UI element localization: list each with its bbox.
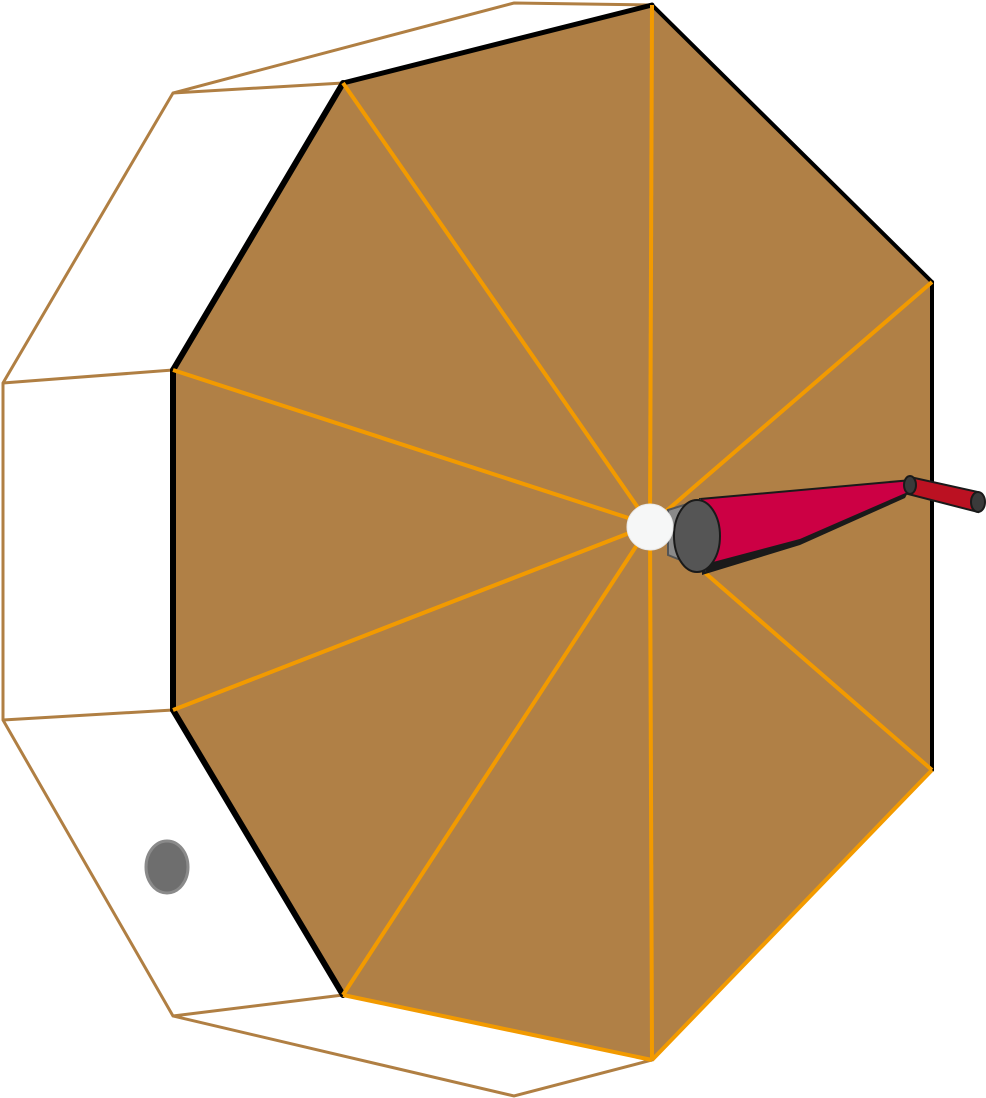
rim-edge-top-right (650, 3, 934, 284)
front-octagon-face (173, 5, 932, 1060)
spoke-bottom-left (341, 523, 652, 997)
cylinder-rod-icon (903, 475, 986, 514)
side-edge-bottom (172, 993, 344, 1018)
side-edge-top (172, 81, 344, 95)
side-edge-upper-left (2, 368, 174, 385)
rod-end-cap (970, 491, 986, 513)
rim-edges (170, 2, 934, 998)
spoke-top (648, 4, 654, 526)
spoke-top-right (648, 280, 934, 527)
spoke-bottom (648, 524, 654, 1061)
spoke-upper-left (172, 368, 651, 527)
side-edge-lower-left (2, 708, 174, 722)
cone-base-disc (673, 499, 721, 573)
spoke-lower-left (172, 523, 651, 712)
rod-start-cap (903, 475, 917, 495)
spoke-top-left (341, 81, 652, 527)
front-rim-orange (342, 768, 934, 1062)
circle-hole-icon (144, 839, 190, 895)
rim-edge-top (340, 2, 655, 86)
rim-edge-bottom (342, 993, 653, 1062)
cone-feed-icon (667, 478, 914, 575)
rim-edge-upper-left (170, 80, 346, 373)
side-edges (2, 81, 344, 1018)
rim-edge-lower-left (170, 707, 346, 998)
rim-edge-bottom-right (650, 768, 934, 1062)
hub-circle-icon (626, 503, 674, 551)
